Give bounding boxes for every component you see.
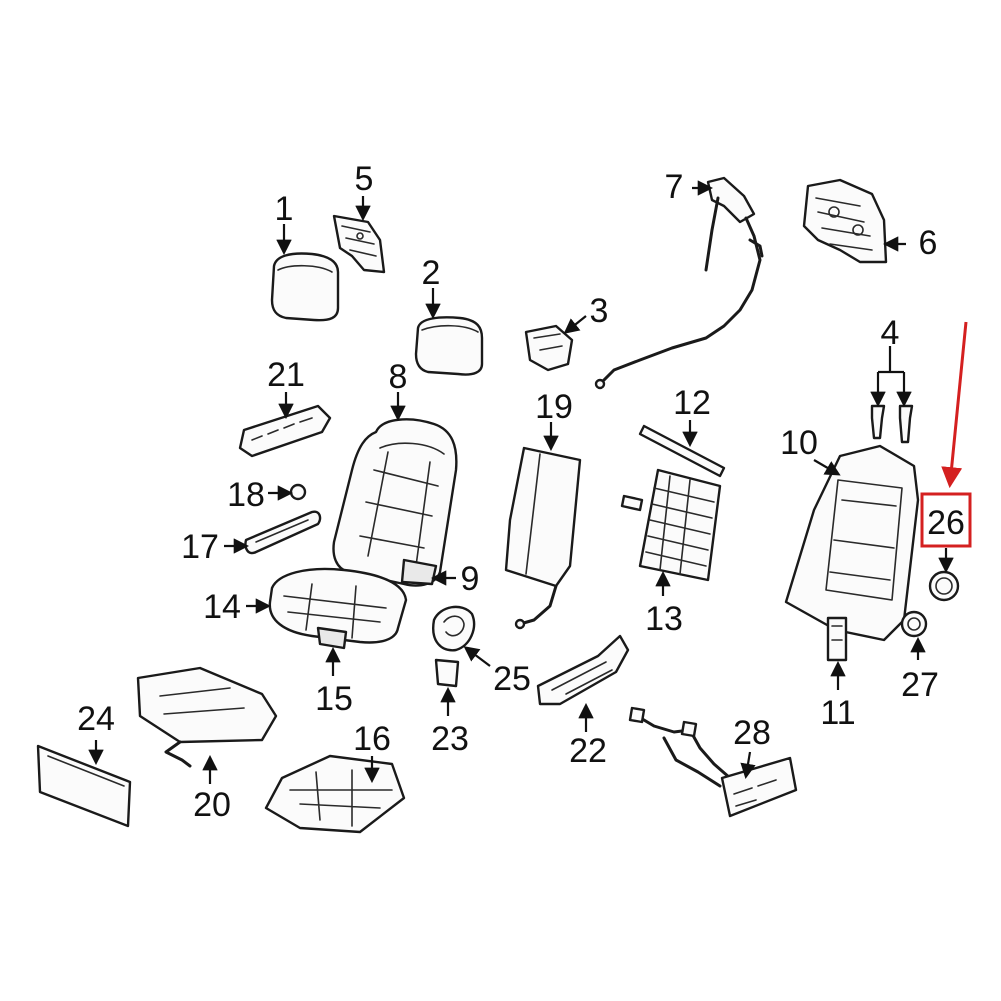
part-28-harness-drawing <box>628 706 798 818</box>
callout-11: 11 <box>820 694 855 732</box>
callout-26: 26 <box>927 504 965 542</box>
callout-12: 12 <box>673 384 711 422</box>
part-21-trim-drawing <box>238 404 332 458</box>
callout-3: 3 <box>590 292 609 330</box>
callout-7: 7 <box>665 168 684 206</box>
part-17-trim-drawing <box>244 510 322 555</box>
part-1-headrest-drawing <box>270 252 340 322</box>
part-7-cable-drawing <box>594 176 764 390</box>
callout-10: 10 <box>780 424 818 462</box>
callout-8: 8 <box>389 358 408 396</box>
callout-25: 25 <box>493 660 531 698</box>
leader-28 <box>740 751 756 780</box>
part-16-pan-drawing <box>264 754 406 834</box>
callout-4: 4 <box>881 314 900 352</box>
part-14-cushion-drawing <box>268 567 408 644</box>
part-20-pad-drawing <box>136 666 278 768</box>
callout-15: 15 <box>315 680 353 718</box>
part-19-board-drawing <box>504 446 582 630</box>
part-11-switch-drawing <box>826 616 848 662</box>
part-6-panel-drawing <box>802 178 888 264</box>
callout-19: 19 <box>535 388 573 426</box>
callout-16: 16 <box>353 720 391 758</box>
callout-20: 20 <box>193 786 231 824</box>
part-4-fastener-drawing <box>870 404 914 444</box>
callout-17: 17 <box>181 528 219 566</box>
highlight-box <box>920 492 972 548</box>
leader-25 <box>463 646 491 667</box>
part-18-clip-drawing <box>289 483 307 501</box>
callout-6: 6 <box>919 224 938 262</box>
part-3-cover-drawing <box>524 324 574 372</box>
callout-21: 21 <box>267 356 305 394</box>
part-25-trim-drawing <box>432 605 476 652</box>
part-15-trim-drawing <box>316 626 348 650</box>
callout-13: 13 <box>645 600 683 638</box>
callout-9: 9 <box>461 560 480 598</box>
highlight-arrow <box>941 321 968 489</box>
leader-4-stem <box>878 346 904 374</box>
part-8-seatback-drawing <box>332 418 458 587</box>
part-23-cover-drawing <box>434 658 460 688</box>
callout-23: 23 <box>431 720 469 758</box>
callout-24: 24 <box>77 700 115 738</box>
callout-14: 14 <box>203 588 241 626</box>
part-2-headrest-drawing <box>414 316 484 376</box>
part-13-grid-drawing <box>620 468 722 582</box>
part-10-frame-drawing <box>784 444 920 642</box>
part-26-knob-drawing <box>928 570 960 602</box>
part-5-bracket-drawing <box>332 214 386 274</box>
part-12-rod-drawing <box>638 424 726 478</box>
callout-22: 22 <box>569 732 607 770</box>
part-24-panel-drawing <box>36 744 132 828</box>
leader-10 <box>813 459 841 476</box>
callout-18: 18 <box>227 476 265 514</box>
part-22-shield-drawing <box>536 634 630 706</box>
callout-2: 2 <box>422 254 441 292</box>
callout-28: 28 <box>733 714 771 752</box>
callout-27: 27 <box>901 666 939 704</box>
part-27-knob-drawing <box>900 610 928 638</box>
callout-1: 1 <box>275 190 294 228</box>
callout-5: 5 <box>355 160 374 198</box>
leader-3 <box>563 315 587 334</box>
